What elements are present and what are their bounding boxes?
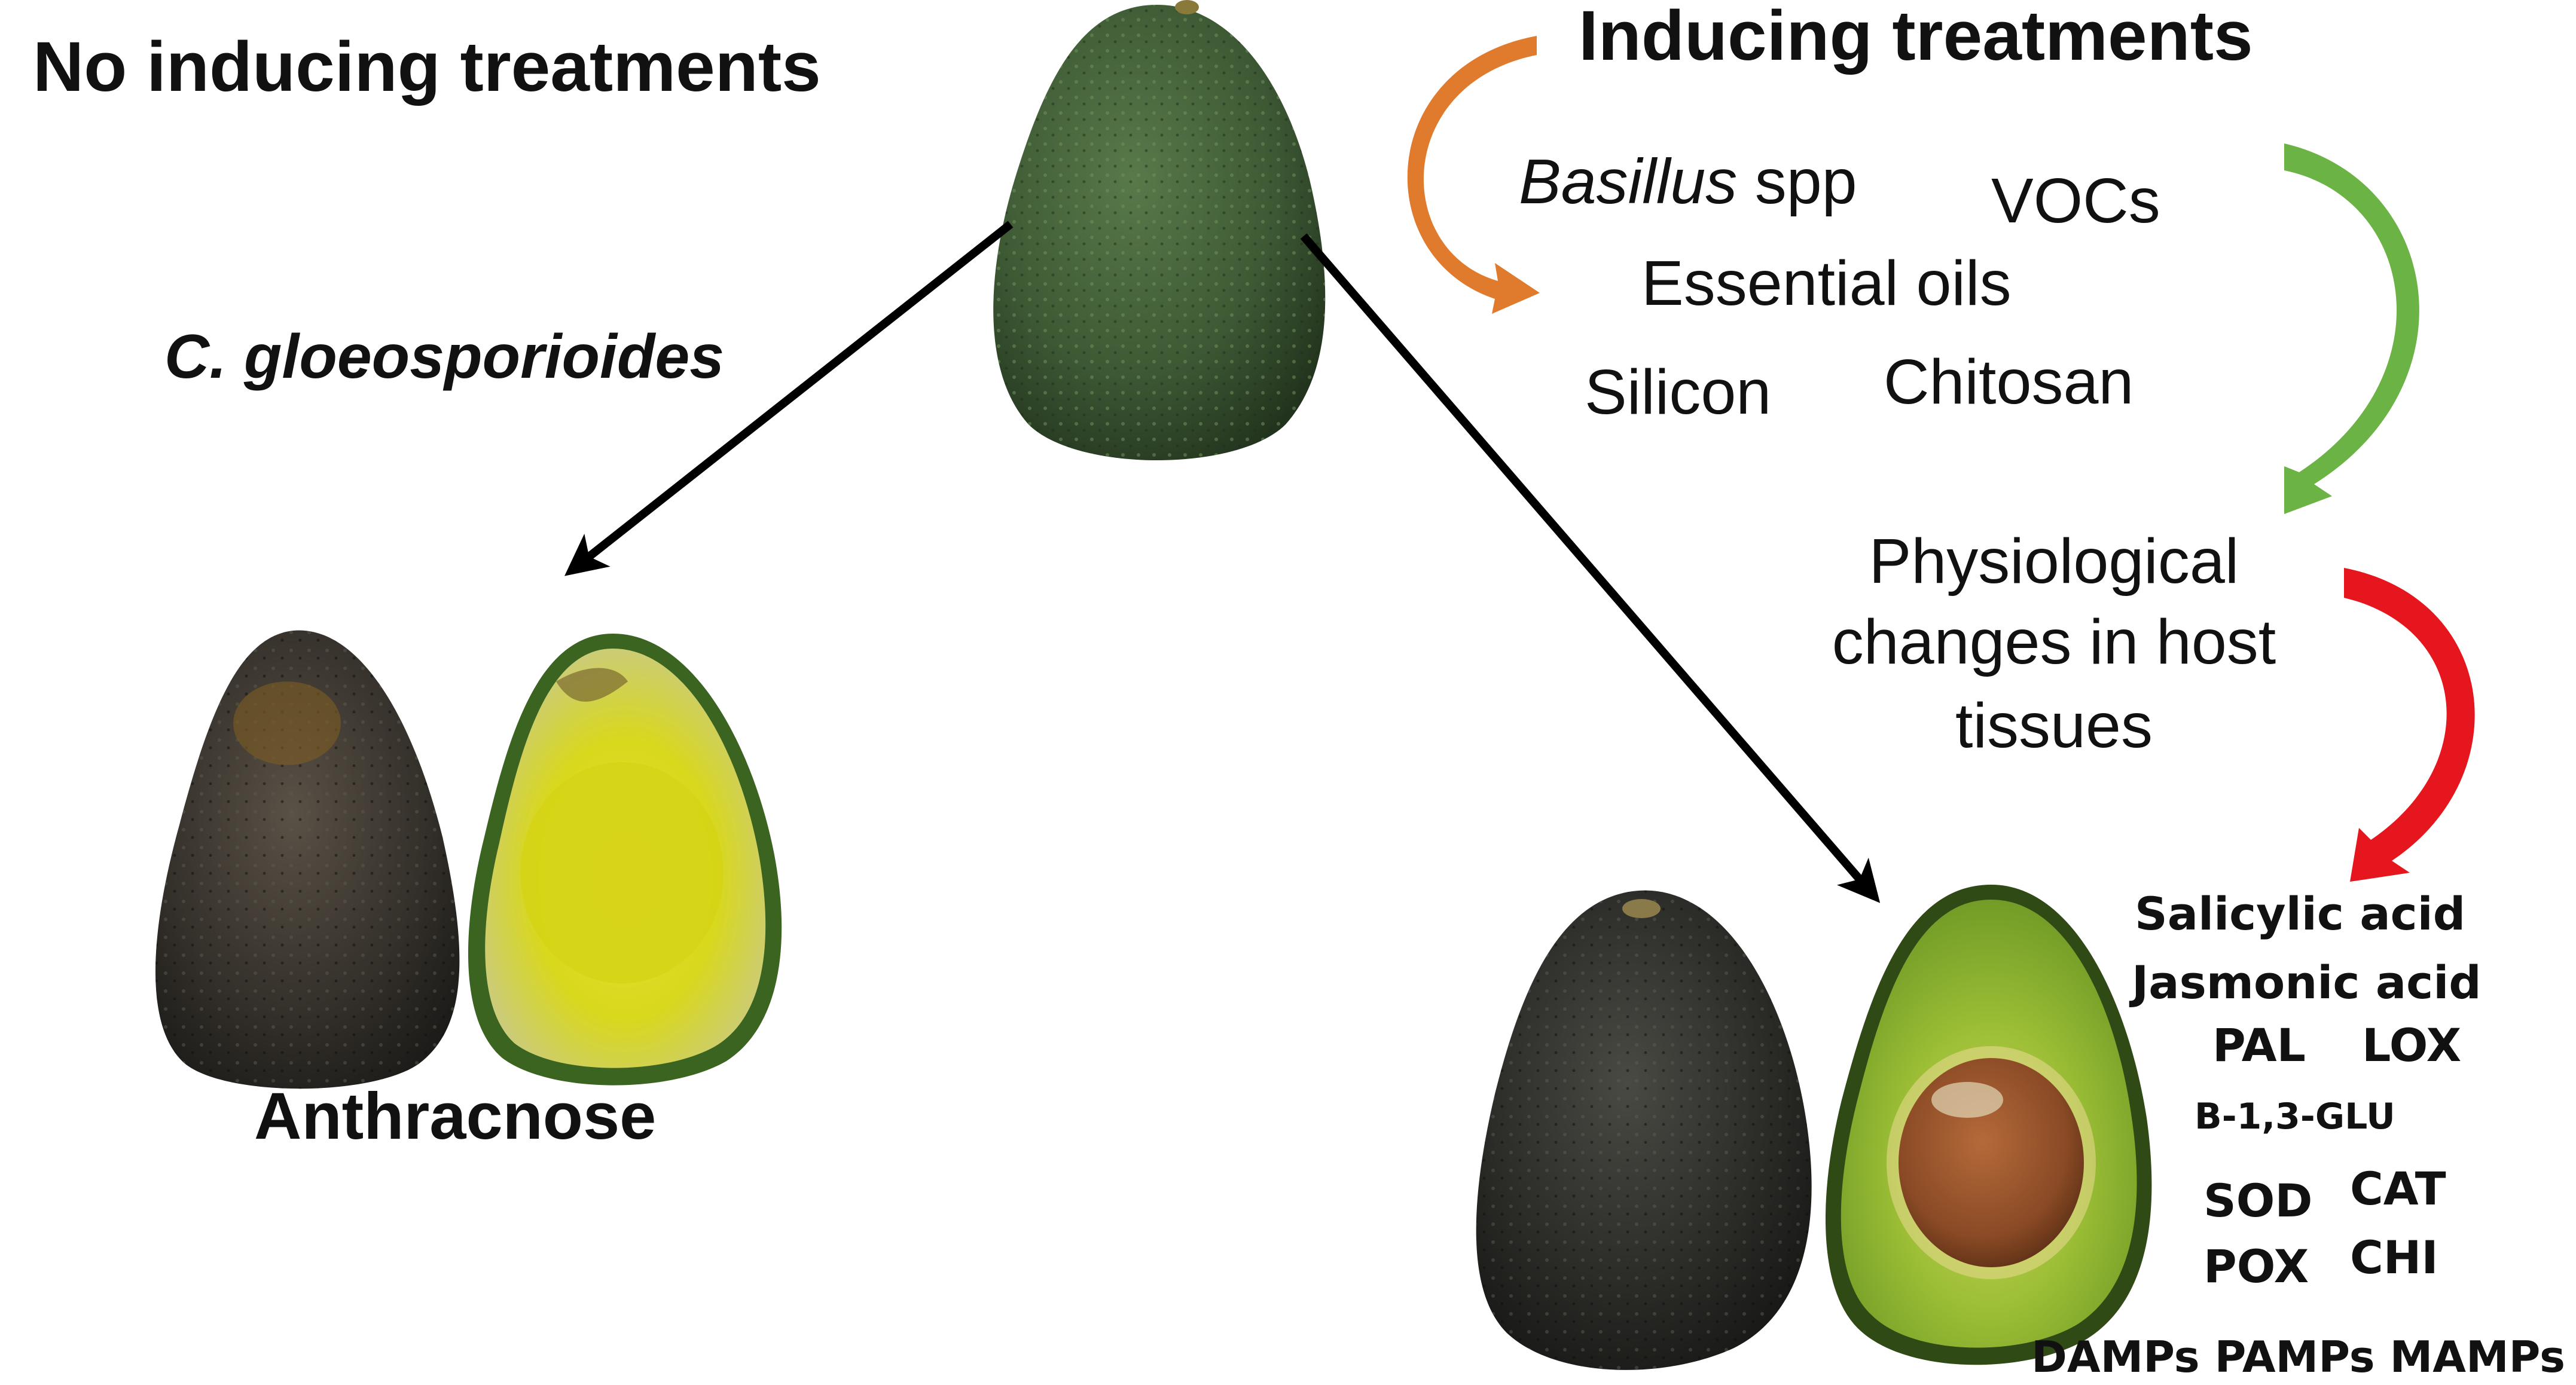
- rotten-avocado-icon: [155, 630, 460, 1089]
- physio-line-2: changes in host: [1832, 607, 2276, 677]
- whole-green-avocado-icon: [993, 0, 1326, 460]
- red-cycle-arrow: [2344, 568, 2475, 882]
- response-cat: CAT: [2350, 1162, 2446, 1215]
- treatment-chitosan: Chitosan: [1884, 347, 2134, 417]
- arrow-to-anthracnose: [564, 221, 1014, 576]
- healthy-avocado-half-icon: [1825, 885, 2152, 1365]
- response-chi: CHI: [2350, 1231, 2438, 1284]
- response-jasmonic-acid: Jasmonic acid: [2129, 956, 2482, 1009]
- physio-line-1: Physiological: [1869, 526, 2239, 597]
- response-sod: SOD: [2203, 1174, 2312, 1227]
- infected-avocado-half-icon: [468, 634, 782, 1086]
- treatment-silicon: Silicon: [1585, 357, 1771, 427]
- treatment-essential-oils: Essential oils: [1641, 248, 2012, 319]
- treatment-basillus: Basillus spp: [1519, 146, 1857, 217]
- treatment-vocs: VOCs: [1991, 166, 2160, 236]
- basillus-rest: spp: [1737, 146, 1857, 217]
- green-cycle-arrow: [2284, 143, 2419, 514]
- response-lox: LOX: [2362, 1019, 2461, 1072]
- right-title: Inducing treatments: [1579, 0, 2253, 75]
- response-patterns: DAMPs PAMPs MAMPs: [2031, 1332, 2565, 1382]
- disease-label: Anthracnose: [254, 1080, 656, 1153]
- response-b13glu: B-1,3-GLU: [2195, 1096, 2395, 1138]
- orange-cycle-arrow: [1407, 36, 1540, 314]
- pathogen-label: C. gloeosporioides: [164, 322, 724, 392]
- response-pal: PAL: [2212, 1019, 2306, 1072]
- response-salicylic-acid: Salicylic acid: [2135, 887, 2465, 940]
- arrow-to-healthy: [1300, 233, 1881, 903]
- response-pox: POX: [2203, 1240, 2309, 1293]
- left-title: No inducing treatments: [33, 27, 821, 106]
- physio-line-3: tissues: [1955, 690, 2153, 761]
- healthy-dark-avocado-icon: [1476, 890, 1812, 1370]
- basillus-italic: Basillus: [1519, 146, 1737, 217]
